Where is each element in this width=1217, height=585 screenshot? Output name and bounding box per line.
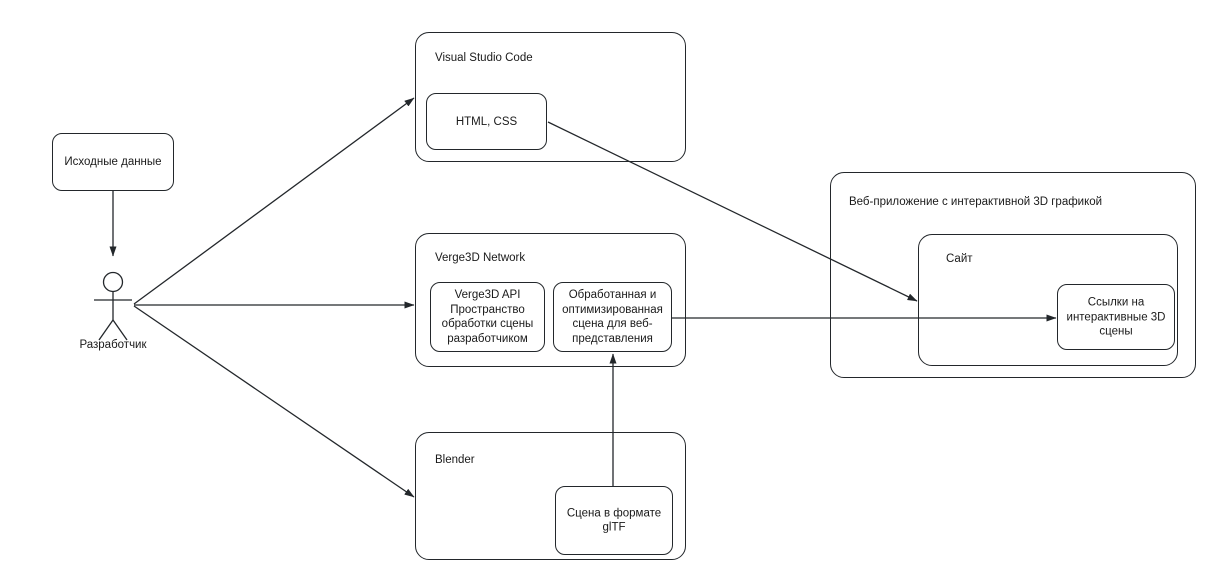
node-blender[interactable]: Blender <box>415 432 686 560</box>
node-html-css[interactable]: HTML, CSS <box>426 93 547 150</box>
node-links-3d-scenes-label: Ссылки на интерактивные 3D сцены <box>1058 295 1174 339</box>
node-links-3d-scenes-line-3: сцены <box>1099 325 1133 338</box>
developer-actor-caption: Разработчик <box>79 339 147 351</box>
node-verge3d-api-label: Verge3D API Пространство обработки сцены… <box>431 288 544 346</box>
node-web-application-title: Веб-приложение с интерактивной 3D график… <box>849 196 1103 208</box>
node-source-data-label: Исходные данные <box>64 155 162 168</box>
edge-developer-to-blender <box>133 305 415 498</box>
node-verge3d-api[interactable]: Verge3D API Пространство обработки сцены… <box>430 282 545 352</box>
node-web-application[interactable]: Веб-приложение с интерактивной 3D график… <box>830 172 1196 378</box>
node-html-css-label: HTML, CSS <box>455 115 518 128</box>
developer-actor-figure <box>94 271 132 341</box>
node-gltf-scene-line-2: glTF <box>602 521 626 534</box>
node-processed-scene[interactable]: Обработанная и оптимизированная сцена дл… <box>553 282 672 352</box>
node-gltf-scene-line-1: Сцена в формате <box>566 507 662 519</box>
node-verge3d-network[interactable]: Verge3D Network <box>415 233 686 367</box>
node-blender-title: Blender <box>435 454 475 466</box>
node-source-data[interactable]: Исходные данные <box>52 133 174 191</box>
node-site-title: Сайт <box>946 253 973 265</box>
node-links-3d-scenes-line-1: Ссылки на <box>1087 296 1145 309</box>
node-links-3d-scenes-line-2: интерактивные 3D <box>1066 310 1166 323</box>
node-site[interactable]: Сайт <box>918 234 1178 366</box>
node-verge3d-api-line-4: разработчиком <box>447 332 528 345</box>
node-visual-studio-code-title: Visual Studio Code <box>435 52 533 64</box>
node-processed-scene-line-2: оптимизированная <box>562 303 663 316</box>
node-processed-scene-line-1: Обработанная и <box>568 289 657 301</box>
node-verge3d-api-line-2: Пространство <box>450 303 525 316</box>
node-processed-scene-label: Обработанная и оптимизированная сцена дл… <box>554 288 671 346</box>
node-visual-studio-code[interactable]: Visual Studio Code <box>415 32 686 162</box>
node-gltf-scene-label: Сцена в формате glTF <box>556 506 672 535</box>
node-gltf-scene[interactable]: Сцена в формате glTF <box>555 486 673 555</box>
node-links-3d-scenes[interactable]: Ссылки на интерактивные 3D сцены <box>1057 284 1175 350</box>
node-verge3d-api-line-1: Verge3D API <box>454 289 521 301</box>
node-processed-scene-line-4: представления <box>572 332 653 345</box>
node-processed-scene-line-3: сцена для веб- <box>572 318 653 330</box>
node-verge3d-api-line-3: обработки сцены <box>441 318 534 330</box>
edge-developer-to-vscode <box>133 97 415 305</box>
node-verge3d-network-title: Verge3D Network <box>435 252 526 264</box>
